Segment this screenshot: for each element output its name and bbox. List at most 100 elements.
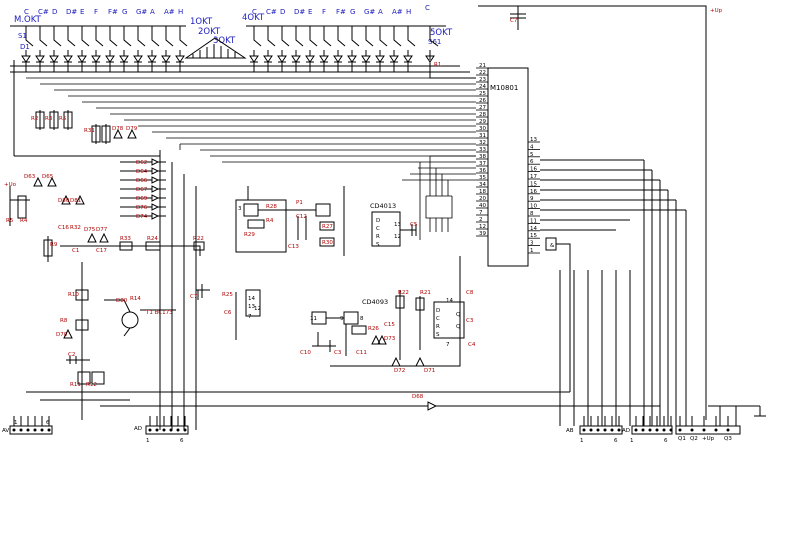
svg-text:R10: R10 <box>68 292 79 298</box>
note-label: D# <box>294 8 305 16</box>
connector-ad-right-label: AD <box>622 428 630 434</box>
svg-text:D71: D71 <box>424 368 435 374</box>
key-right-keys-8: G# <box>361 8 375 72</box>
connector-pin-dot <box>155 428 159 432</box>
main-left-pin: 27 <box>476 105 488 111</box>
connector-pin-dot <box>641 428 645 432</box>
transistor-label: T1 BC173 <box>145 310 173 316</box>
main-right-pin: 10 <box>528 204 540 210</box>
svg-text:R32: R32 <box>70 225 81 231</box>
pin-number: 16 <box>530 167 537 173</box>
svg-text:R27: R27 <box>322 224 333 230</box>
switch-s1-label: S1 <box>18 32 27 40</box>
m-okt-label: M.OKT <box>14 15 42 25</box>
svg-text:R1: R1 <box>434 62 441 68</box>
svg-text:14: 14 <box>446 298 453 304</box>
main-right-pin: 4 <box>528 144 540 150</box>
svg-text:R30: R30 <box>322 240 333 246</box>
key-left-keys-11: H <box>175 8 188 72</box>
svg-text:D: D <box>436 308 440 314</box>
pin-number: 6 <box>530 159 534 165</box>
svg-text:9: 9 <box>340 316 344 322</box>
connector-pin-dot <box>169 428 173 432</box>
connector-pin-dot <box>40 428 44 432</box>
pin-number: 29 <box>479 119 486 125</box>
diode-label: D76 <box>136 205 148 211</box>
main-right-pin: 17 <box>528 174 540 180</box>
svg-text:14: 14 <box>248 296 255 302</box>
plus-up-label: +Up <box>710 8 723 14</box>
svg-text:R28: R28 <box>266 204 277 210</box>
pin-number: 40 <box>479 203 486 209</box>
connector-pin-dot <box>714 428 718 432</box>
svg-text:13: 13 <box>248 304 255 310</box>
svg-text:C7: C7 <box>190 294 198 300</box>
pin-number: 8 <box>530 211 534 217</box>
diode-label: D67 <box>136 187 148 193</box>
note-label: C# <box>266 8 277 16</box>
svg-text:6: 6 <box>614 438 618 444</box>
note-label: C <box>252 8 257 16</box>
key-right-keys-11: H <box>403 8 416 72</box>
svg-text:3: 3 <box>238 206 242 212</box>
svg-text:R33: R33 <box>120 236 131 242</box>
pin-number: 20 <box>479 196 486 202</box>
connector-pin-dot <box>176 428 180 432</box>
svg-text:D81: D81 <box>70 198 81 204</box>
middle-section: C7 R25 C6 14 13 12 7 3 R28 R4 R29 P1 C12… <box>159 150 345 430</box>
main-right-pin: 16 <box>528 189 540 195</box>
svg-text:R12: R12 <box>86 382 97 388</box>
svg-text:C6: C6 <box>224 310 232 316</box>
svg-text:R2: R2 <box>31 116 38 122</box>
note-label: D <box>52 8 57 16</box>
note-label: D <box>280 8 285 16</box>
svg-text:C15: C15 <box>384 322 395 328</box>
main-chip-left-pins: 2122232425262728293031323338373635341820… <box>476 63 488 237</box>
connector-pin-dot <box>662 428 666 432</box>
connector-pin-dot <box>183 428 187 432</box>
note-label: F# <box>336 8 346 16</box>
svg-text:R25: R25 <box>222 292 233 298</box>
pin-number: 25 <box>479 91 486 97</box>
main-left-pin: 2 <box>476 217 488 223</box>
pin-number: 22 <box>479 70 486 76</box>
note-label: G <box>350 8 355 16</box>
svg-text:R5: R5 <box>6 218 14 224</box>
note-label: A# <box>392 8 403 16</box>
connector-pin-dot <box>582 428 586 432</box>
main-right-pin: 13 <box>528 137 540 143</box>
svg-text:R22: R22 <box>193 236 204 242</box>
left-analog-section: R2 R3 R5 R31 D78 D79 D62D64D66D67D69D76D… <box>4 60 205 420</box>
pin-number: 24 <box>479 84 486 90</box>
connector-pin-dot <box>12 428 16 432</box>
connector-pin-dot <box>19 428 23 432</box>
main-left-pin: 36 <box>476 168 488 174</box>
svg-text:D79: D79 <box>126 126 138 132</box>
key-right-keys-1: C# <box>263 8 277 72</box>
main-right-pin: 15 <box>528 233 540 239</box>
main-left-pin: 32 <box>476 140 488 146</box>
ladder-diode: D76 <box>120 203 166 211</box>
svg-text:D65: D65 <box>42 174 54 180</box>
svg-text:R11: R11 <box>70 382 81 388</box>
svg-text:P1: P1 <box>296 200 303 206</box>
okt2-label: 2OKT <box>198 27 221 37</box>
main-left-pin: 33 <box>476 147 488 153</box>
svg-text:D80: D80 <box>116 298 128 304</box>
connector-pin-dot <box>669 428 673 432</box>
main-right-pin: 16 <box>528 167 540 173</box>
pin-number: 15 <box>530 233 537 239</box>
svg-text:+Uo: +Uo <box>4 182 17 188</box>
bottom-wiring: D 6 8 <box>26 159 766 426</box>
note-label: G <box>122 8 127 16</box>
note-label: G# <box>364 8 375 16</box>
svg-text:C3: C3 <box>334 350 342 356</box>
cd4013-label: CD4013 <box>370 202 396 210</box>
svg-text:6: 6 <box>46 420 50 426</box>
connector-ab: AB 1 6 <box>566 416 623 444</box>
main-left-pin: 37 <box>476 161 488 167</box>
